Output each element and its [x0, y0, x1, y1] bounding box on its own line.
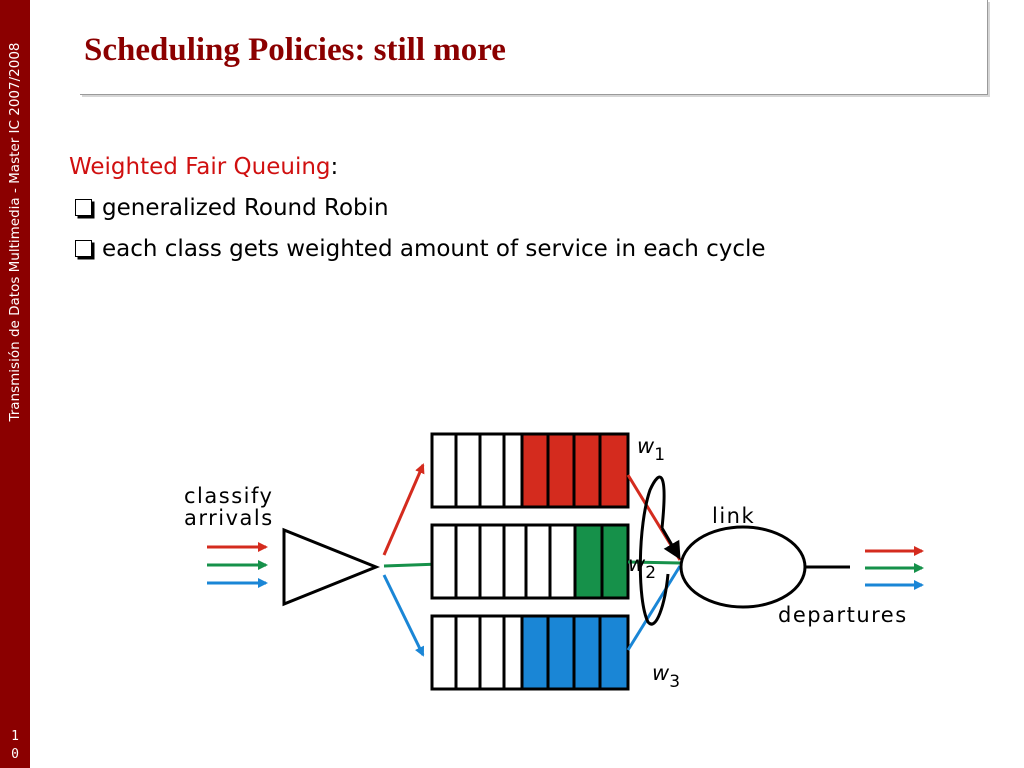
- classify-label: classify: [184, 484, 273, 508]
- slide-number: 1 0: [0, 728, 30, 764]
- service-line-green: [627, 560, 681, 565]
- route-arrow-red: [382, 463, 425, 556]
- slide-number-digit: 1: [11, 729, 19, 744]
- round-robin-arrow-icon: [660, 527, 681, 560]
- route-arrow-blue: [382, 574, 425, 657]
- weight-w2-label: w2: [628, 552, 656, 583]
- section-heading: Weighted Fair Queuing:: [69, 148, 766, 189]
- slide-number-digit: 0: [11, 747, 19, 762]
- link-label: link: [712, 504, 755, 528]
- checkbox-bullet-icon: [75, 240, 92, 257]
- heading-suffix: :: [330, 154, 339, 180]
- round-robin-cycle: [638, 475, 670, 626]
- bullet-text: each class gets weighted amount of servi…: [102, 236, 766, 262]
- title-frame: [80, 0, 988, 95]
- queue-2: [430, 523, 630, 600]
- queue-3: [430, 614, 630, 691]
- bullet-item: generalized Round Robin: [69, 189, 766, 230]
- service-line-blue: [626, 565, 682, 651]
- checkbox-bullet-icon: [75, 199, 92, 216]
- link-ellipse: [679, 525, 807, 609]
- bullet-text: generalized Round Robin: [102, 195, 389, 221]
- arrivals-label: arrivals: [184, 506, 274, 530]
- weight-w1-label: w1: [637, 434, 665, 465]
- heading-term: Weighted Fair Queuing: [69, 154, 331, 180]
- sidebar: Transmisión de Datos Multimedia - Master…: [0, 0, 30, 768]
- slide-content: Weighted Fair Queuing: generalized Round…: [69, 148, 766, 271]
- queue-1: [430, 432, 630, 509]
- departures-label: departures: [778, 603, 908, 627]
- classifier-triangle: [282, 527, 381, 607]
- weight-w3-label: w3: [652, 661, 680, 692]
- slide-title: Scheduling Policies: still more: [84, 32, 506, 68]
- bullet-item: each class gets weighted amount of servi…: [69, 230, 766, 271]
